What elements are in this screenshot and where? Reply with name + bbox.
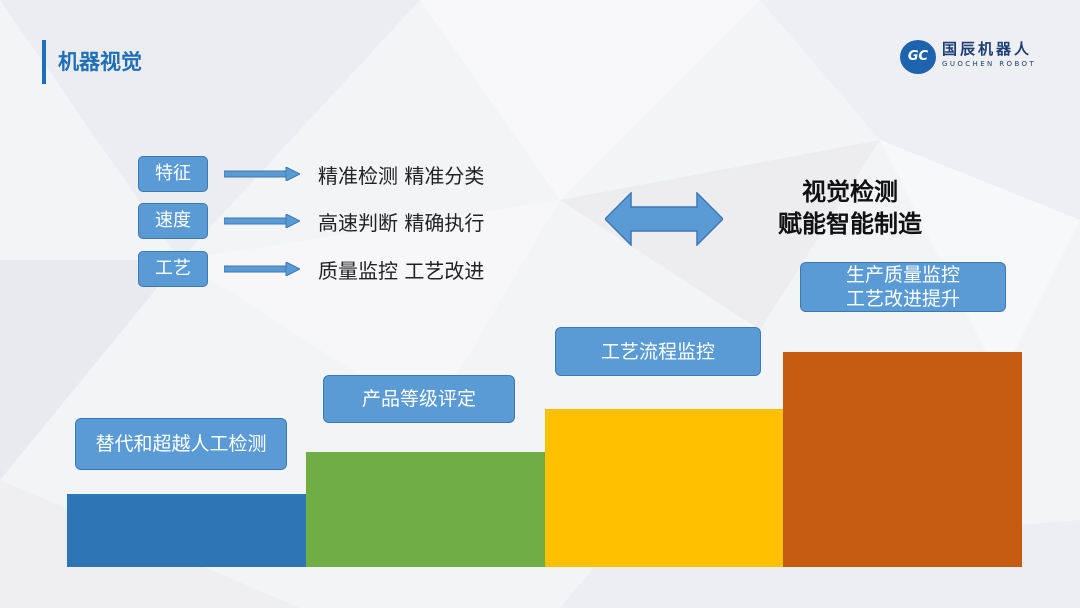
feature-tag-process: 工艺 (138, 251, 208, 287)
logo-mark-icon: GC (900, 40, 936, 74)
feature-text-characteristics: 精准检测 精准分类 (318, 164, 485, 188)
main-statement: 视觉检测 赋能智能制造 (760, 176, 940, 240)
step-bar-2 (306, 452, 545, 567)
title-accent-bar (42, 40, 46, 84)
feature-text-speed: 高速判断 精确执行 (318, 211, 485, 235)
main-statement-line2: 赋能智能制造 (778, 210, 922, 238)
double-arrow-icon (605, 192, 723, 246)
step-label-4: 生产质量监控 工艺改进提升 (800, 262, 1006, 312)
feature-text-process: 质量监控 工艺改进 (318, 259, 485, 283)
step-label-3: 工艺流程监控 (555, 327, 761, 376)
step-label-1: 替代和超越人工检测 (75, 418, 287, 470)
right-arrow-icon (224, 167, 300, 181)
feature-tag-characteristics: 特征 (138, 156, 208, 192)
main-statement-line1: 视觉检测 (802, 178, 898, 206)
right-arrow-icon (224, 214, 300, 228)
step-bar-4 (783, 352, 1022, 567)
logo-name-en: GUOCHEN ROBOT (942, 60, 1037, 68)
step-bar-3 (545, 409, 783, 567)
step-bar-1 (67, 494, 306, 567)
logo-name-cn: 国辰机器人 (942, 40, 1033, 58)
feature-tag-speed: 速度 (138, 203, 208, 239)
company-logo: GC 国辰机器人 GUOCHEN ROBOT (900, 38, 1050, 78)
step-label-4-line2: 工艺改进提升 (845, 288, 960, 310)
step-label-2: 产品等级评定 (323, 375, 515, 423)
page-title: 机器视觉 (58, 50, 142, 74)
step-label-4-line1: 生产质量监控 (845, 264, 960, 286)
right-arrow-icon (224, 262, 300, 276)
